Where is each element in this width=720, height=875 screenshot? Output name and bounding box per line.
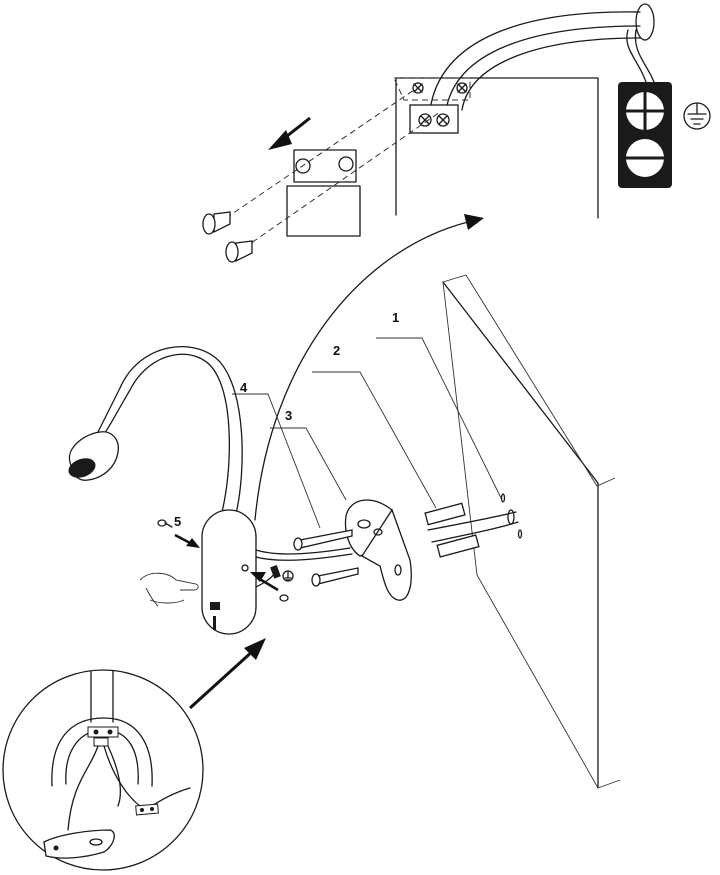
wall-plug-icon (424, 493, 523, 558)
callout-leaders (232, 337, 503, 529)
pointing-hand-icon (139, 572, 199, 607)
insert-arrow-icon (174, 533, 279, 592)
terminal-screw-icon (412, 82, 468, 127)
mounting-plate (225, 89, 441, 249)
wall-junction-box (393, 3, 657, 219)
screw-icon (202, 211, 253, 263)
callout-label-2: 2 (333, 343, 340, 358)
callout-label-4: 4 (240, 380, 248, 395)
lamp-base-housing (201, 509, 257, 635)
small-screw-icon (157, 519, 173, 528)
terminal-block-icon (618, 82, 672, 188)
detach-arrow-icon (268, 116, 311, 150)
assembly-direction-arrow (254, 214, 484, 521)
mounting-bracket (344, 499, 412, 601)
earth-ground-icon (683, 102, 711, 130)
gooseneck-lamp (68, 346, 243, 515)
callout-label-3: 3 (285, 408, 292, 423)
terminal-connector-icon (270, 564, 294, 602)
wiring-detail-inset (2, 669, 204, 871)
fixing-screw-icon (293, 529, 359, 587)
detail-arrow-icon (188, 638, 266, 710)
callout-label-5: 5 (174, 514, 181, 529)
callout-label-1: 1 (392, 310, 399, 325)
wall-surface (442, 274, 621, 789)
